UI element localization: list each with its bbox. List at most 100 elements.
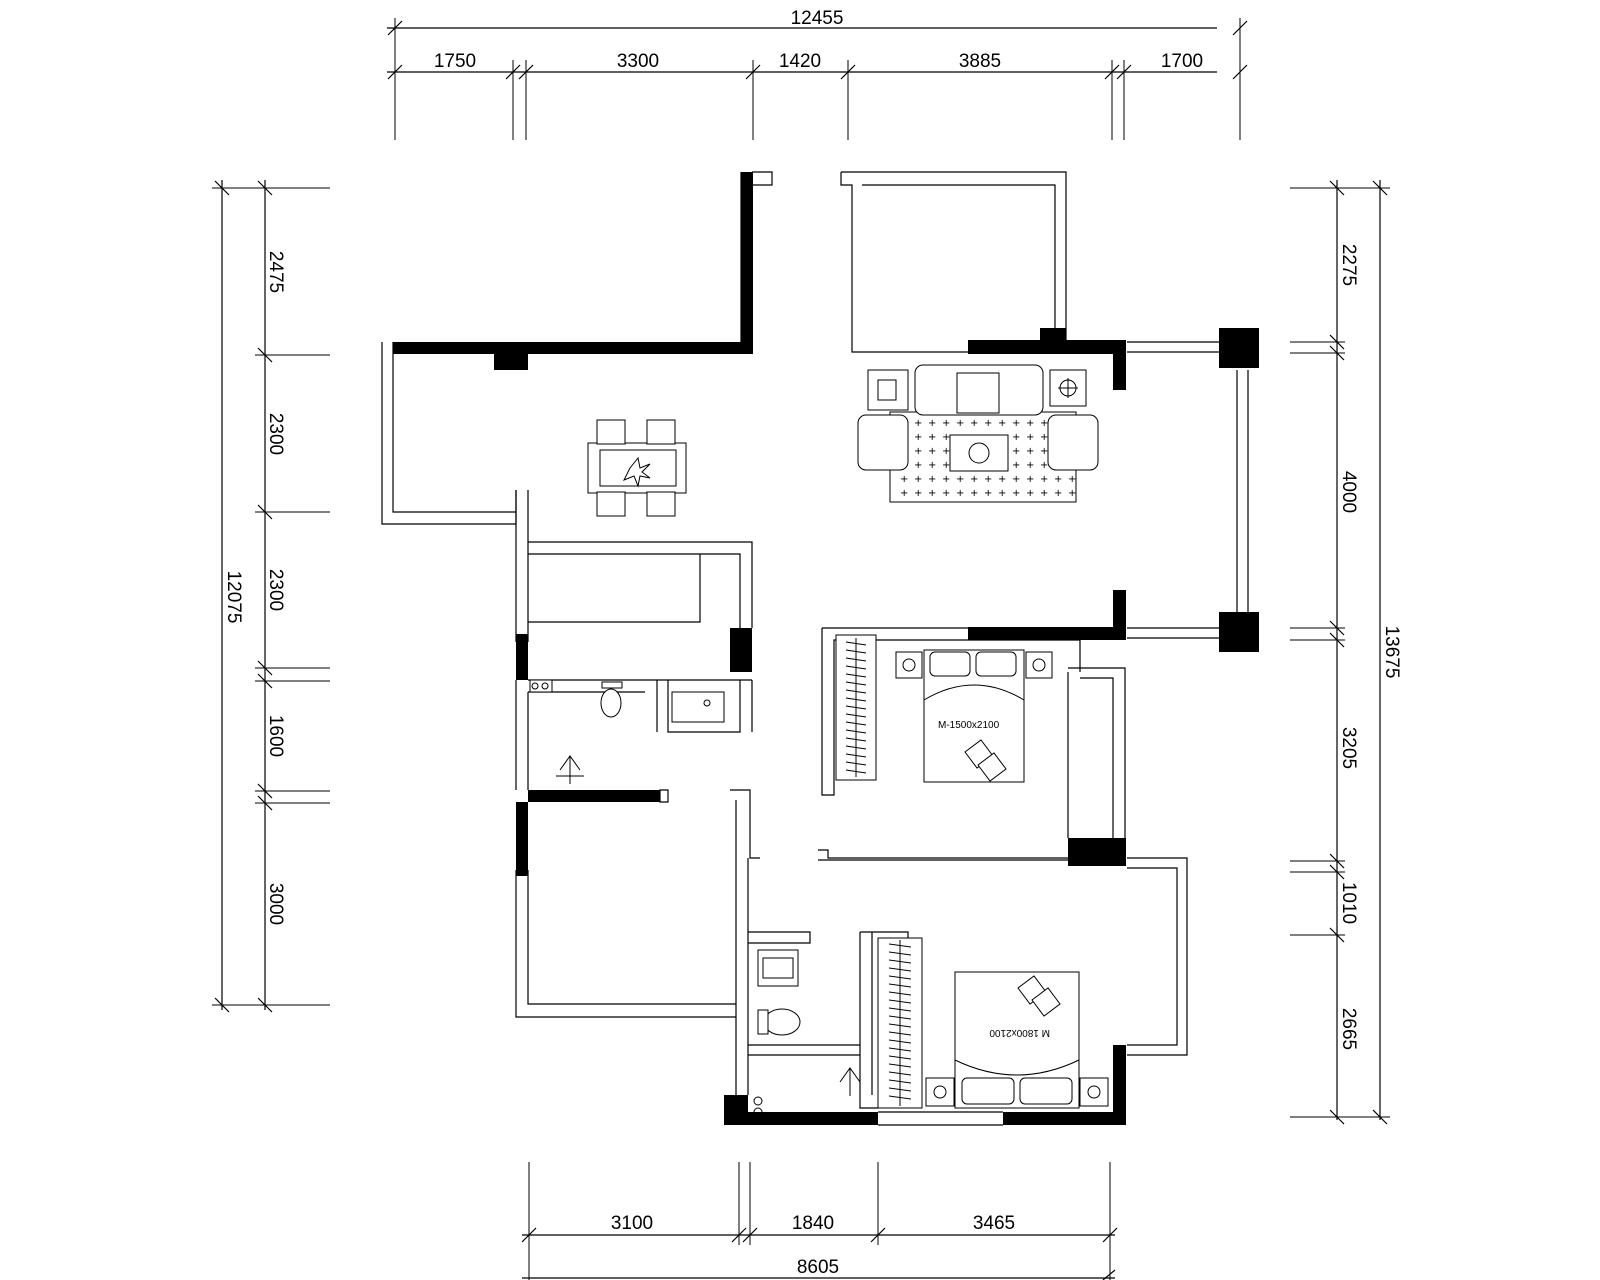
rug-mark: + — [1026, 460, 1034, 471]
dim-right-5: 2665 — [1338, 1008, 1359, 1050]
rug-pattern: ++++++++++++++++++++++++++++++++++++++++… — [900, 418, 1076, 499]
rug-mark: + — [928, 460, 936, 471]
hanger-mark — [888, 943, 912, 948]
hanger-mark — [845, 769, 867, 774]
rug-mark: + — [914, 460, 922, 471]
rug-mark: + — [1012, 432, 1020, 443]
hanger-mark — [888, 951, 912, 956]
rug-mark: + — [956, 418, 964, 429]
hanger-mark — [888, 1015, 912, 1020]
hanger-mark — [888, 1047, 912, 1052]
rug-mark: + — [1012, 418, 1020, 429]
rug-mark: + — [914, 418, 922, 429]
rug-mark: + — [914, 474, 922, 485]
hanger-mark — [888, 1007, 912, 1012]
hanger-mark — [845, 665, 867, 670]
bed-2: M 1800x2100 — [925, 971, 1109, 1109]
dim-left-1: 2475 — [265, 251, 286, 293]
rug-mark: + — [1040, 432, 1048, 443]
rug-mark: + — [1040, 474, 1048, 485]
rug-mark: + — [1040, 488, 1048, 499]
dim-top-4: 3885 — [959, 51, 1001, 72]
hanger-mark — [888, 991, 912, 996]
sofa-set: ++++++++++++++++++++++++++++++++++++++++… — [857, 364, 1099, 503]
rug-mark: + — [942, 474, 950, 485]
rug-mark: + — [1026, 446, 1034, 457]
rug-mark: + — [1068, 474, 1076, 485]
dim-left-4: 1600 — [265, 715, 286, 757]
hanger-mark — [888, 1087, 912, 1092]
rug-mark: + — [1012, 460, 1020, 471]
hanger-mark — [888, 975, 912, 980]
rug-mark: + — [1026, 432, 1034, 443]
wardrobe-2 — [877, 937, 923, 1109]
hanger-mark — [888, 1079, 912, 1084]
hanger-mark — [845, 657, 867, 662]
bed-1: M-1500x2100 — [895, 649, 1053, 783]
rug-mark: + — [984, 418, 992, 429]
rug-mark: + — [928, 418, 936, 429]
hanger-mark — [888, 983, 912, 988]
rug-mark: + — [900, 488, 908, 499]
rug-mark: + — [914, 432, 922, 443]
rug-mark: + — [1026, 474, 1034, 485]
hanger-mark — [888, 1063, 912, 1068]
rug-mark: + — [928, 446, 936, 457]
hanger-mark — [845, 729, 867, 734]
rug-mark: + — [900, 474, 908, 485]
hanger-mark — [845, 649, 867, 654]
dim-top-total: 12455 — [791, 8, 844, 29]
rug-mark: + — [928, 474, 936, 485]
right-dimensions: 13675 2275 4000 3205 1010 2665 — [1290, 180, 1402, 1125]
rug-mark: + — [1068, 488, 1076, 499]
bed-1-label: M-1500x2100 — [938, 720, 1000, 731]
rug-mark: + — [1054, 488, 1062, 499]
dim-bottom-3: 3465 — [973, 1213, 1015, 1234]
hanger-mark — [845, 681, 867, 686]
left-dimensions: 12075 2475 2300 2300 1600 3000 — [212, 180, 330, 1013]
hanger-mark — [888, 1031, 912, 1036]
hanger-mark — [888, 967, 912, 972]
dim-left-5: 3000 — [265, 883, 286, 925]
rug-mark: + — [1012, 446, 1020, 457]
rug-mark: + — [942, 446, 950, 457]
dim-top-1: 1750 — [434, 51, 476, 72]
rug-mark: + — [998, 418, 1006, 429]
wardrobe-1 — [835, 634, 877, 781]
rug-mark: + — [970, 474, 978, 485]
rug-mark: + — [914, 446, 922, 457]
rug-mark: + — [942, 432, 950, 443]
rug-mark: + — [942, 418, 950, 429]
dim-left-2: 2300 — [265, 413, 286, 455]
hanger-mark — [845, 745, 867, 750]
rug-mark: + — [1012, 474, 1020, 485]
hanger-mark — [845, 641, 867, 646]
rug-mark: + — [984, 488, 992, 499]
hanger-mark — [888, 959, 912, 964]
top-dimensions: 12455 1750 3300 1420 3885 1700 — [387, 8, 1248, 140]
hanger-mark — [888, 1039, 912, 1044]
dim-right-1: 2275 — [1338, 244, 1359, 286]
rug-mark: + — [1054, 474, 1062, 485]
solid-walls — [393, 172, 1259, 1125]
bathroom-1-fixtures — [529, 679, 725, 784]
bed-2-label: M 1800x2100 — [989, 1027, 1050, 1038]
rug-mark: + — [1040, 460, 1048, 471]
dim-bottom-2: 1840 — [792, 1213, 834, 1234]
hanger-mark — [845, 753, 867, 758]
hanger-mark — [845, 673, 867, 678]
bathroom-2-fixtures — [753, 949, 861, 1117]
hanger-mark — [888, 1071, 912, 1076]
hanger-mark — [845, 761, 867, 766]
dim-bottom-total: 8605 — [797, 1257, 839, 1278]
dim-left-3: 2300 — [265, 569, 286, 611]
hanger-mark — [888, 999, 912, 1004]
dim-left-total: 12075 — [223, 571, 244, 624]
hanger-mark — [888, 1055, 912, 1060]
rug-mark: + — [1026, 488, 1034, 499]
hanger-mark — [845, 721, 867, 726]
rug-mark: + — [1026, 418, 1034, 429]
dim-top-3: 1420 — [779, 51, 821, 72]
hanger-mark — [888, 1095, 912, 1100]
wardrobe-1-hangers — [845, 641, 867, 774]
